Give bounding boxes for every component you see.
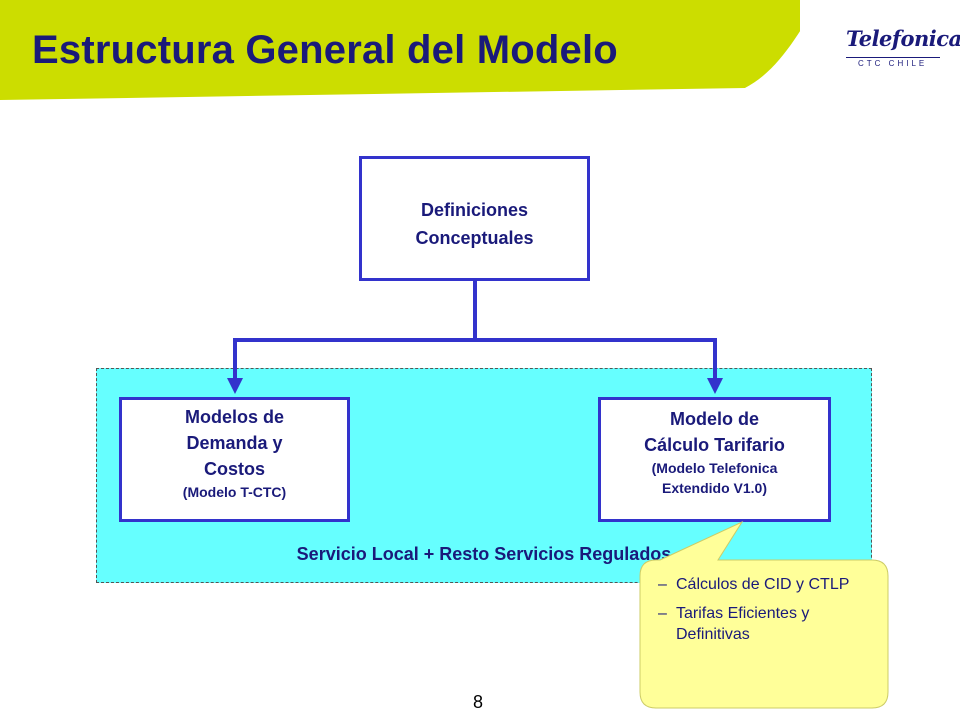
callout-shape bbox=[639, 520, 889, 709]
page-number: 8 bbox=[473, 692, 484, 712]
box-right-note2: Extendido V1.0) bbox=[661, 480, 768, 496]
box-left-line3: Costos bbox=[203, 459, 265, 479]
arrow-down-left-icon bbox=[227, 378, 243, 394]
arrow-down-right-icon bbox=[707, 378, 723, 394]
box-left-line1: Modelos de bbox=[184, 407, 284, 427]
box-left-line2: Demanda y bbox=[186, 433, 283, 453]
callout-item-text: Cálculos de CID y CTLP bbox=[676, 576, 850, 593]
box-top-line1: Definiciones bbox=[420, 200, 529, 220]
header-divider-curve bbox=[745, 0, 820, 88]
callout-item: – Tarifas Eficientes y Definitivas bbox=[658, 603, 878, 645]
callout-dash: – bbox=[658, 576, 667, 593]
callout-item-text: Tarifas Eficientes y Definitivas bbox=[676, 605, 810, 643]
logo-subtitle: CTC CHILE bbox=[858, 59, 928, 68]
tariff-calculation-model-box: Modelo de Cálculo Tarifario (Modelo Tele… bbox=[598, 397, 831, 522]
callout-item: – Cálculos de CID y CTLP bbox=[658, 574, 878, 595]
callout-list: – Cálculos de CID y CTLP – Tarifas Efici… bbox=[658, 574, 878, 653]
logo-panel bbox=[800, 0, 960, 84]
box-right-note1: (Modelo Telefonica bbox=[651, 460, 778, 476]
conceptual-definitions-box: Definiciones Conceptuales bbox=[359, 156, 590, 281]
page-title: Estructura General del Modelo bbox=[32, 28, 618, 72]
telefonica-logo: Telefonica bbox=[846, 26, 960, 51]
demand-cost-models-box: Modelos de Demanda y Costos (Modelo T-CT… bbox=[119, 397, 350, 522]
box-right-line2: Cálculo Tarifario bbox=[644, 435, 785, 455]
box-left-note: (Modelo T-CTC) bbox=[182, 484, 287, 500]
region-label: Servicio Local + Resto Servicios Regulad… bbox=[296, 544, 672, 564]
logo-rule bbox=[846, 57, 940, 58]
header-lime-shape bbox=[0, 0, 820, 100]
box-right-line1: Modelo de bbox=[670, 409, 759, 429]
header-band bbox=[0, 0, 960, 100]
box-top-line2: Conceptuales bbox=[415, 228, 534, 248]
callout-dash: – bbox=[658, 605, 667, 622]
